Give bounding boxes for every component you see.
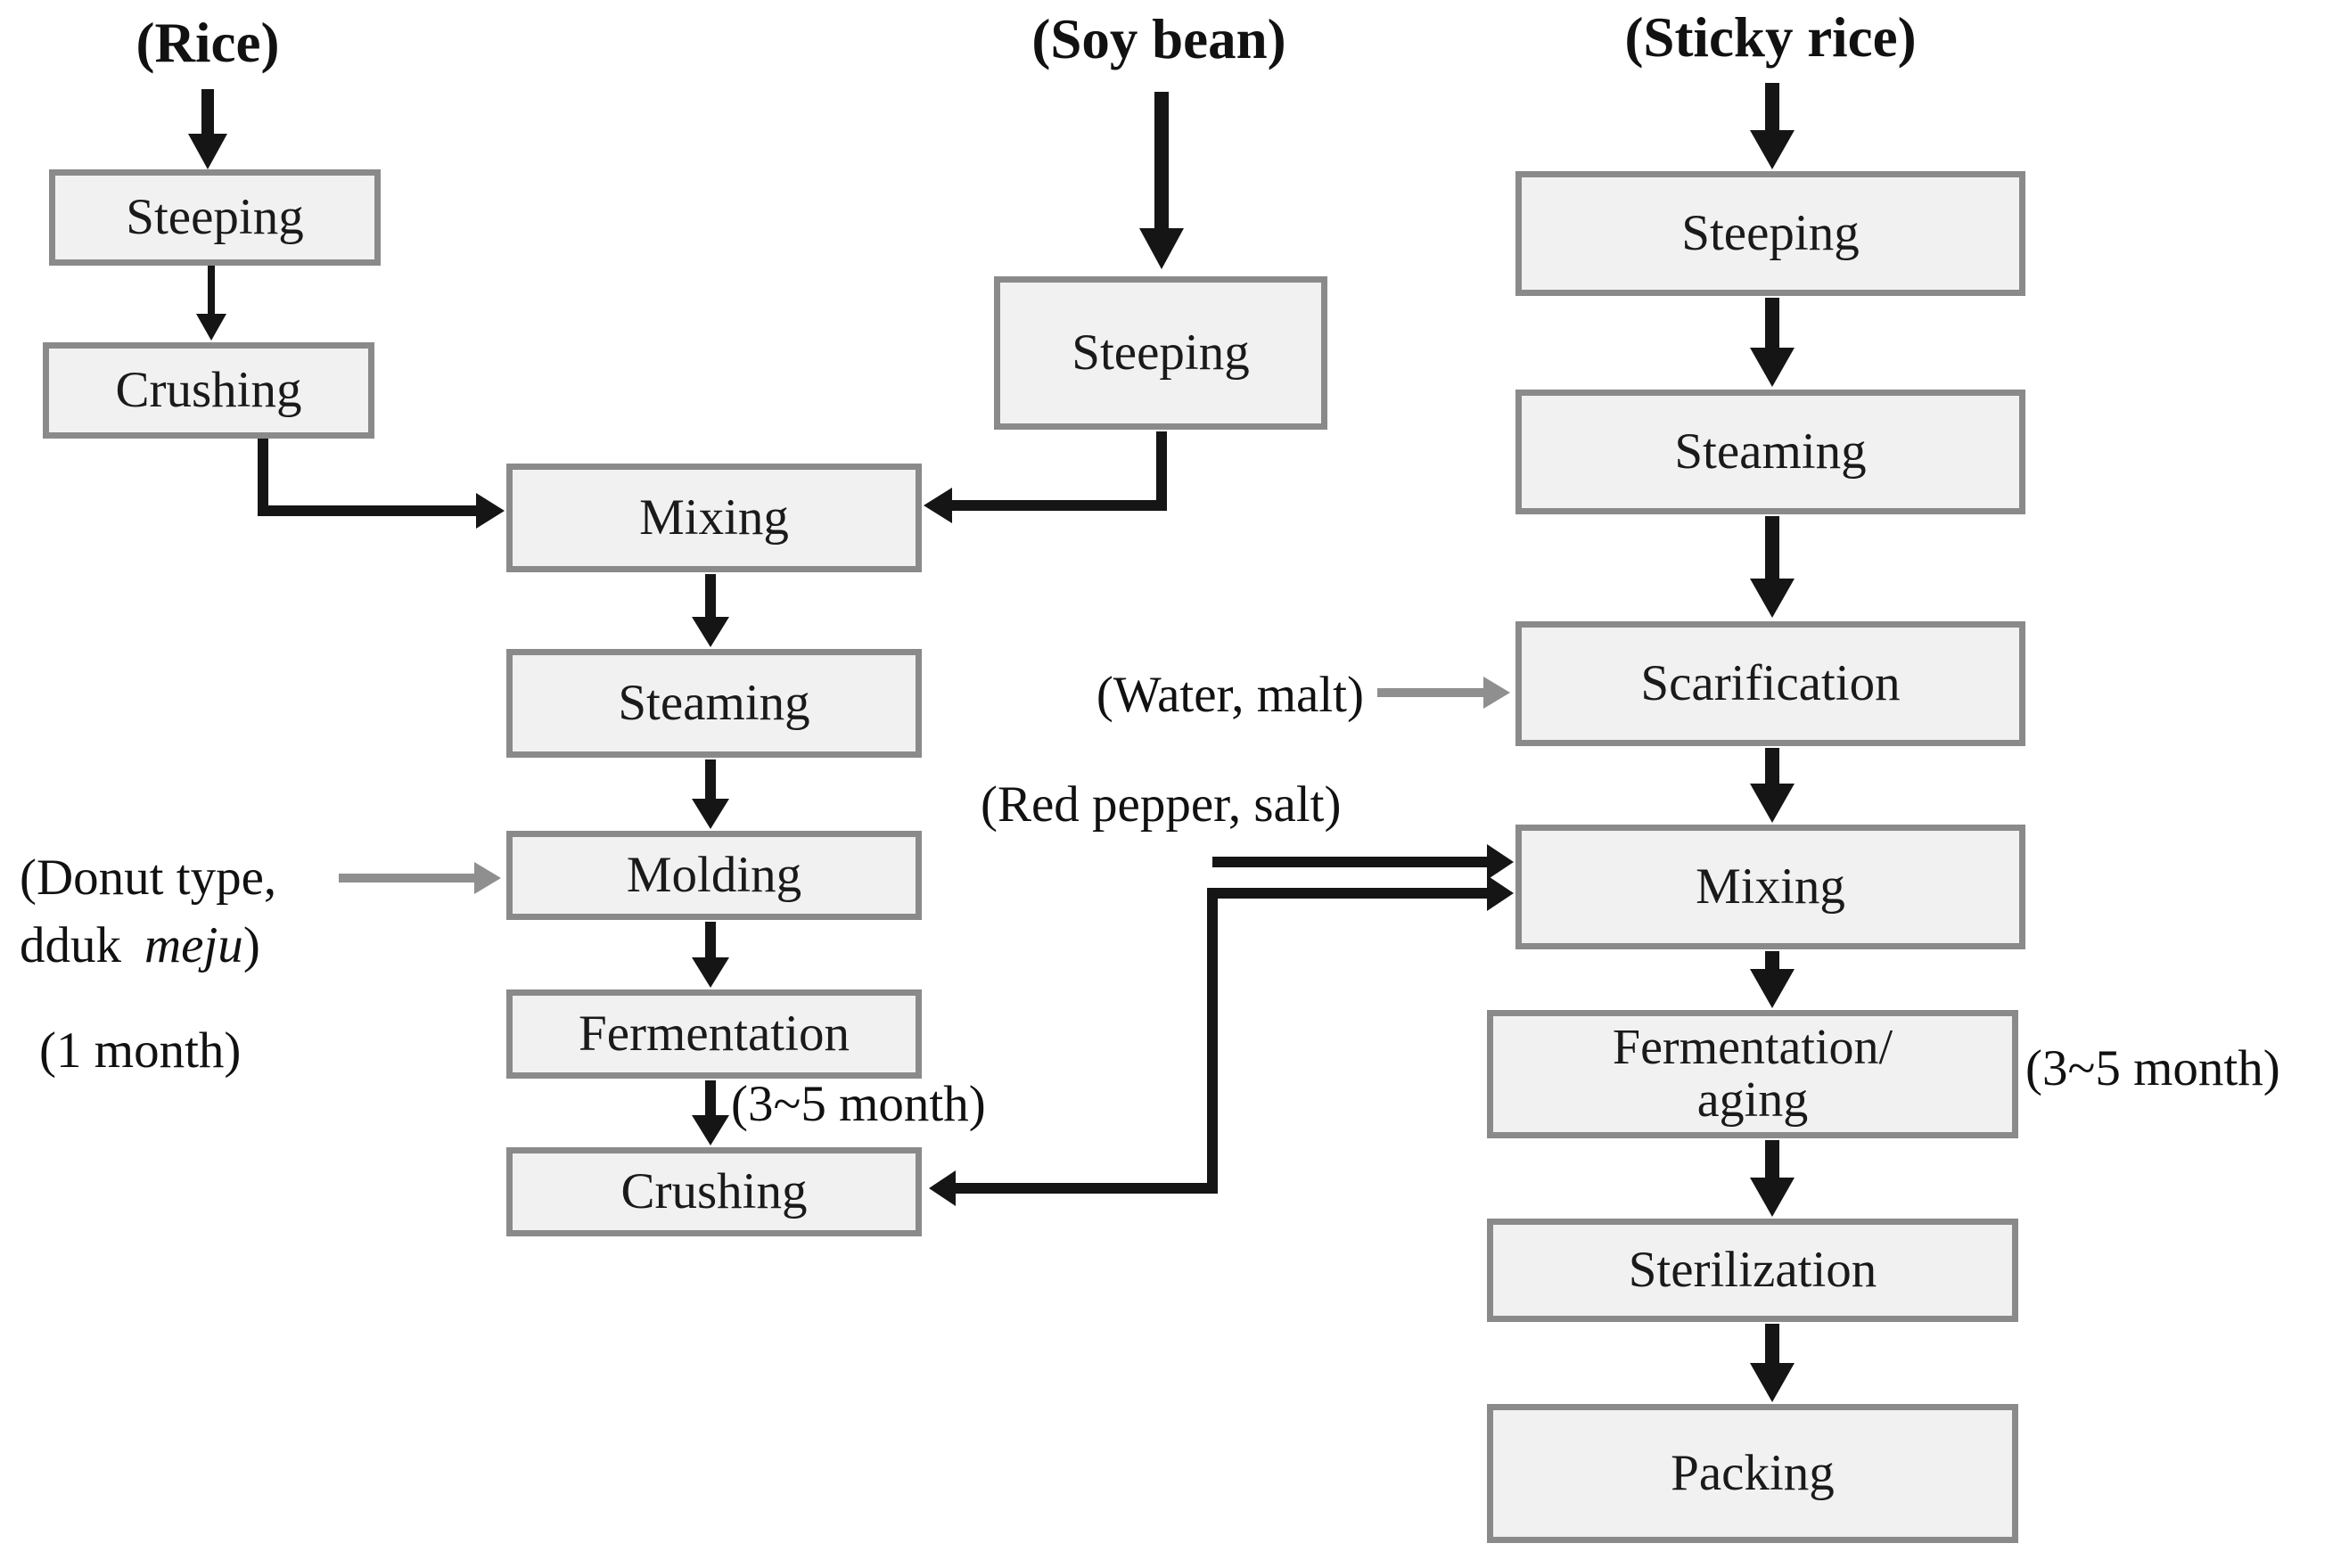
arrow-shaft — [1765, 1140, 1779, 1179]
arrow-shaft — [1765, 748, 1779, 785]
arrow-shaft — [1765, 83, 1779, 132]
process-box-label: Steaming — [1674, 423, 1867, 480]
arrow-shaft — [258, 505, 476, 516]
process-box-label-line2: aging — [1696, 1072, 1809, 1128]
arrow-shaft — [1765, 1324, 1779, 1365]
process-box-meju-molding: Molding — [506, 831, 922, 920]
process-box-soy-steeping: Steeping — [994, 276, 1327, 430]
arrow-shaft — [1765, 298, 1779, 349]
process-box-label: Crushing — [620, 1163, 808, 1220]
process-box-label: Steeping — [1072, 324, 1250, 382]
arrow-shaft — [258, 439, 268, 516]
annotation-red-pepper-salt: (Red pepper, salt) — [981, 776, 1342, 833]
arrow-head-down-icon — [1750, 130, 1795, 169]
arrow-shaft — [201, 89, 214, 135]
column-title-sticky-rice: (Sticky rice) — [1624, 6, 1917, 69]
arrow-head-left-icon — [929, 1170, 956, 1206]
process-box-label: Crushing — [115, 362, 302, 419]
process-box-label: Fermentation — [579, 1006, 850, 1063]
arrow-head-left-icon — [924, 488, 952, 523]
annotation-word-dduk: dduk — [20, 917, 121, 973]
arrow-shaft — [950, 500, 1167, 511]
arrow-shaft — [1156, 431, 1167, 511]
process-box-sticky-sterilization: Sterilization — [1487, 1219, 2018, 1322]
process-box-label: Steaming — [618, 675, 810, 732]
arrow-head-down-icon — [1750, 1178, 1795, 1217]
process-box-sticky-mixing: Mixing — [1515, 825, 2025, 949]
arrow-shaft — [1212, 857, 1487, 867]
annotation-aging-duration: (3~5 month) — [2025, 1040, 2280, 1096]
arrow-shaft — [705, 759, 716, 800]
annotation-close-paren: ) — [242, 917, 260, 973]
arrow-head-down-icon — [692, 957, 729, 988]
arrow-shaft — [705, 922, 716, 959]
arrow-head-down-icon — [692, 1115, 729, 1145]
process-box-meju-crushing: Crushing — [506, 1147, 922, 1236]
arrow-shaft — [208, 266, 215, 316]
process-box-rice-crushing: Crushing — [43, 342, 374, 439]
arrow-head-down-icon — [1750, 969, 1795, 1008]
process-box-label: Mixing — [1696, 858, 1845, 915]
process-box-sticky-steeping: Steeping — [1515, 171, 2025, 296]
process-box-label: Steeping — [126, 189, 304, 246]
arrow-head-down-icon — [196, 314, 226, 341]
arrow-shaft — [956, 1183, 1218, 1194]
process-box-meju-fermentation: Fermentation — [506, 989, 922, 1079]
process-box-label: Scarification — [1640, 655, 1901, 712]
annotation-meju-duration: (3~5 month) — [731, 1076, 986, 1132]
arrow-shaft — [1207, 888, 1487, 899]
process-box-label: Molding — [626, 847, 802, 904]
arrow-head-right-icon — [1487, 875, 1514, 911]
column-title-soy-bean: (Soy bean) — [1031, 8, 1286, 70]
arrow-shaft — [705, 1080, 716, 1117]
process-box-sticky-scarification: Scarification — [1515, 621, 2025, 746]
annotation-donut-type-line2: dduk meju) — [20, 916, 260, 974]
annotation-one-month: (1 month) — [39, 1022, 242, 1079]
annotation-word-meju-italic: meju — [144, 917, 243, 973]
arrow-head-down-icon — [1139, 228, 1184, 269]
arrow-shaft — [339, 874, 474, 883]
arrow-head-down-icon — [1750, 348, 1795, 387]
process-box-label: Packing — [1671, 1445, 1835, 1502]
annotation-water-malt: (Water, malt) — [1096, 667, 1364, 723]
process-box-sticky-steaming: Steaming — [1515, 390, 2025, 514]
arrow-shaft — [705, 574, 716, 619]
arrow-shaft — [1765, 516, 1779, 580]
arrow-head-down-icon — [1750, 1363, 1795, 1402]
arrow-head-right-icon — [474, 862, 501, 894]
arrow-head-down-icon — [692, 617, 729, 647]
process-box-meju-steaming: Steaming — [506, 649, 922, 758]
process-box-sticky-packing: Packing — [1487, 1404, 2018, 1543]
arrow-head-down-icon — [1750, 579, 1795, 618]
process-box-label: Steeping — [1681, 205, 1860, 262]
process-box-rice-steeping: Steeping — [49, 169, 381, 266]
arrow-head-right-icon — [1483, 677, 1510, 709]
arrow-head-down-icon — [1750, 784, 1795, 823]
process-box-meju-mixing: Mixing — [506, 464, 922, 572]
arrow-head-down-icon — [188, 134, 227, 169]
arrow-head-right-icon — [1487, 844, 1514, 880]
arrow-shaft — [1765, 951, 1779, 971]
process-box-label-line1: Fermentation/ — [1612, 1020, 1893, 1076]
arrow-shaft — [1154, 92, 1169, 230]
process-box-sticky-fermentation-aging: Fermentation/ aging — [1487, 1010, 2018, 1138]
arrow-shaft — [1377, 688, 1483, 697]
column-title-rice: (Rice) — [136, 12, 280, 74]
arrow-head-right-icon — [476, 493, 505, 529]
process-box-label: Sterilization — [1628, 1242, 1877, 1299]
arrow-head-down-icon — [692, 799, 729, 829]
arrow-shaft — [1207, 888, 1218, 1194]
process-box-label: Mixing — [639, 489, 789, 546]
annotation-donut-type-line1: (Donut type, — [20, 850, 277, 906]
